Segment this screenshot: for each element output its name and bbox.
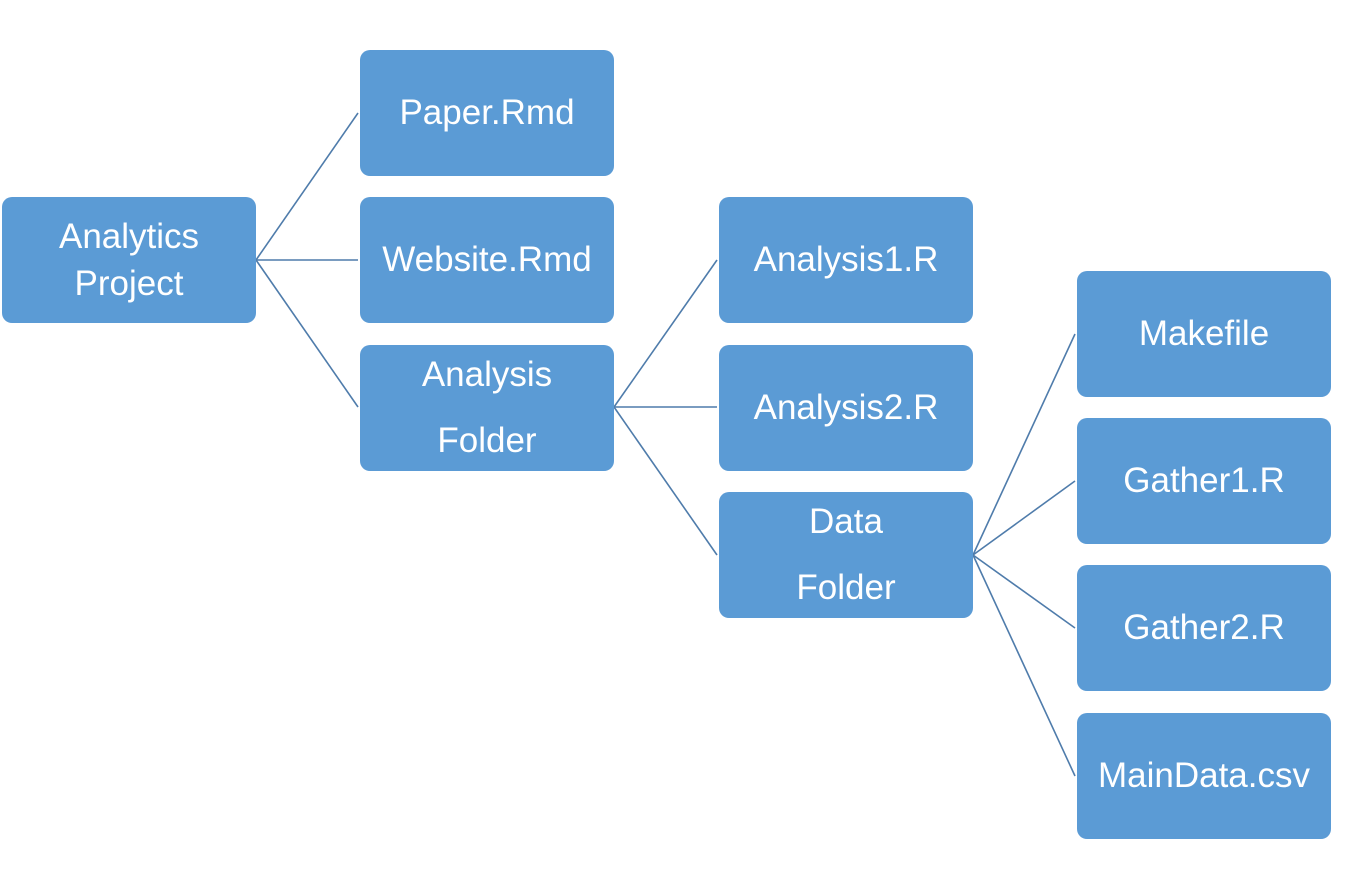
node-label: Makefile [1138,313,1270,353]
node-analysis2-r: Analysis2.R [719,345,973,471]
edge-data-makefile [972,333,1076,556]
edge-project-analysis [255,259,359,408]
node-data-folder: Data Folder [719,492,973,618]
edge-data-gather2 [972,554,1076,629]
node-gather2-r: Gather2.R [1077,565,1331,691]
edge-analysis-data [613,406,718,556]
node-label: Gather2.R [1123,607,1285,647]
node-analysis-folder: Analysis Folder [360,345,614,471]
edge-project-paper [255,112,359,261]
edge-data-gather1 [972,480,1076,556]
node-label: Website.Rmd [382,239,592,279]
node-label: Analysis1.R [753,239,939,279]
edge-data-maindata [972,554,1076,777]
node-label: Data Folder [796,501,896,608]
node-paper-rmd: Paper.Rmd [360,50,614,176]
node-label: Analysis Folder [421,354,553,461]
node-label: MainData.csv [1097,755,1311,795]
edge-analysis-a1 [613,259,718,408]
node-makefile: Makefile [1077,271,1331,397]
node-gather1-r: Gather1.R [1077,418,1331,544]
node-maindata-csv: MainData.csv [1077,713,1331,839]
node-label: Analysis2.R [753,387,939,427]
node-analysis1-r: Analysis1.R [719,197,973,323]
node-website-rmd: Website.Rmd [360,197,614,323]
node-analytics-project: Analytics Project [2,197,256,323]
node-label: Analytics Project [58,216,200,303]
node-label: Paper.Rmd [399,92,575,132]
node-label: Gather1.R [1123,460,1285,500]
